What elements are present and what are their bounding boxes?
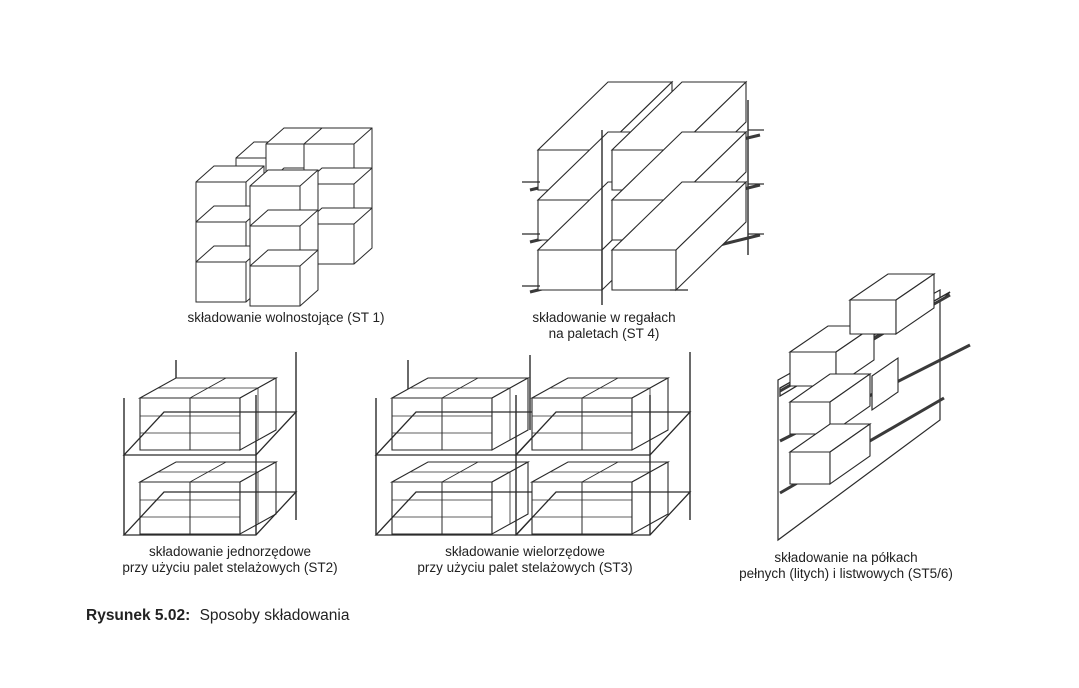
st2-pallet-diagram: [122, 352, 298, 536]
st3-caption-line2: przy użyciu palet stelażowych (ST3): [417, 560, 632, 575]
figure-caption-text: Sposoby składowania: [200, 607, 350, 624]
st4-caption-line1: składowanie w regałach: [532, 310, 675, 325]
figure-caption: Rysunek 5.02: Sposoby składowania: [86, 607, 350, 624]
st3-pallet-diagram: [374, 352, 692, 536]
st56-caption-line2: pełnych (litych) i listwowych (ST5/6): [739, 566, 953, 581]
st56-shelf-diagram: [777, 272, 971, 542]
st2-caption-line1: składowanie jednorzędowe: [149, 544, 311, 559]
st56-caption-line1: składowanie na półkach: [774, 550, 917, 565]
figure-caption-label: Rysunek 5.02:: [86, 607, 190, 624]
st1-stack-diagram: [195, 127, 373, 307]
st4-caption-line2: na paletach (ST 4): [549, 326, 660, 341]
st1-caption: składowanie wolnostojące (ST 1): [187, 310, 384, 325]
st4-rack-diagram: [522, 81, 764, 305]
st2-caption-line2: przy użyciu palet stelażowych (ST2): [122, 560, 337, 575]
st3-caption-line1: składowanie wielorzędowe: [445, 544, 605, 559]
